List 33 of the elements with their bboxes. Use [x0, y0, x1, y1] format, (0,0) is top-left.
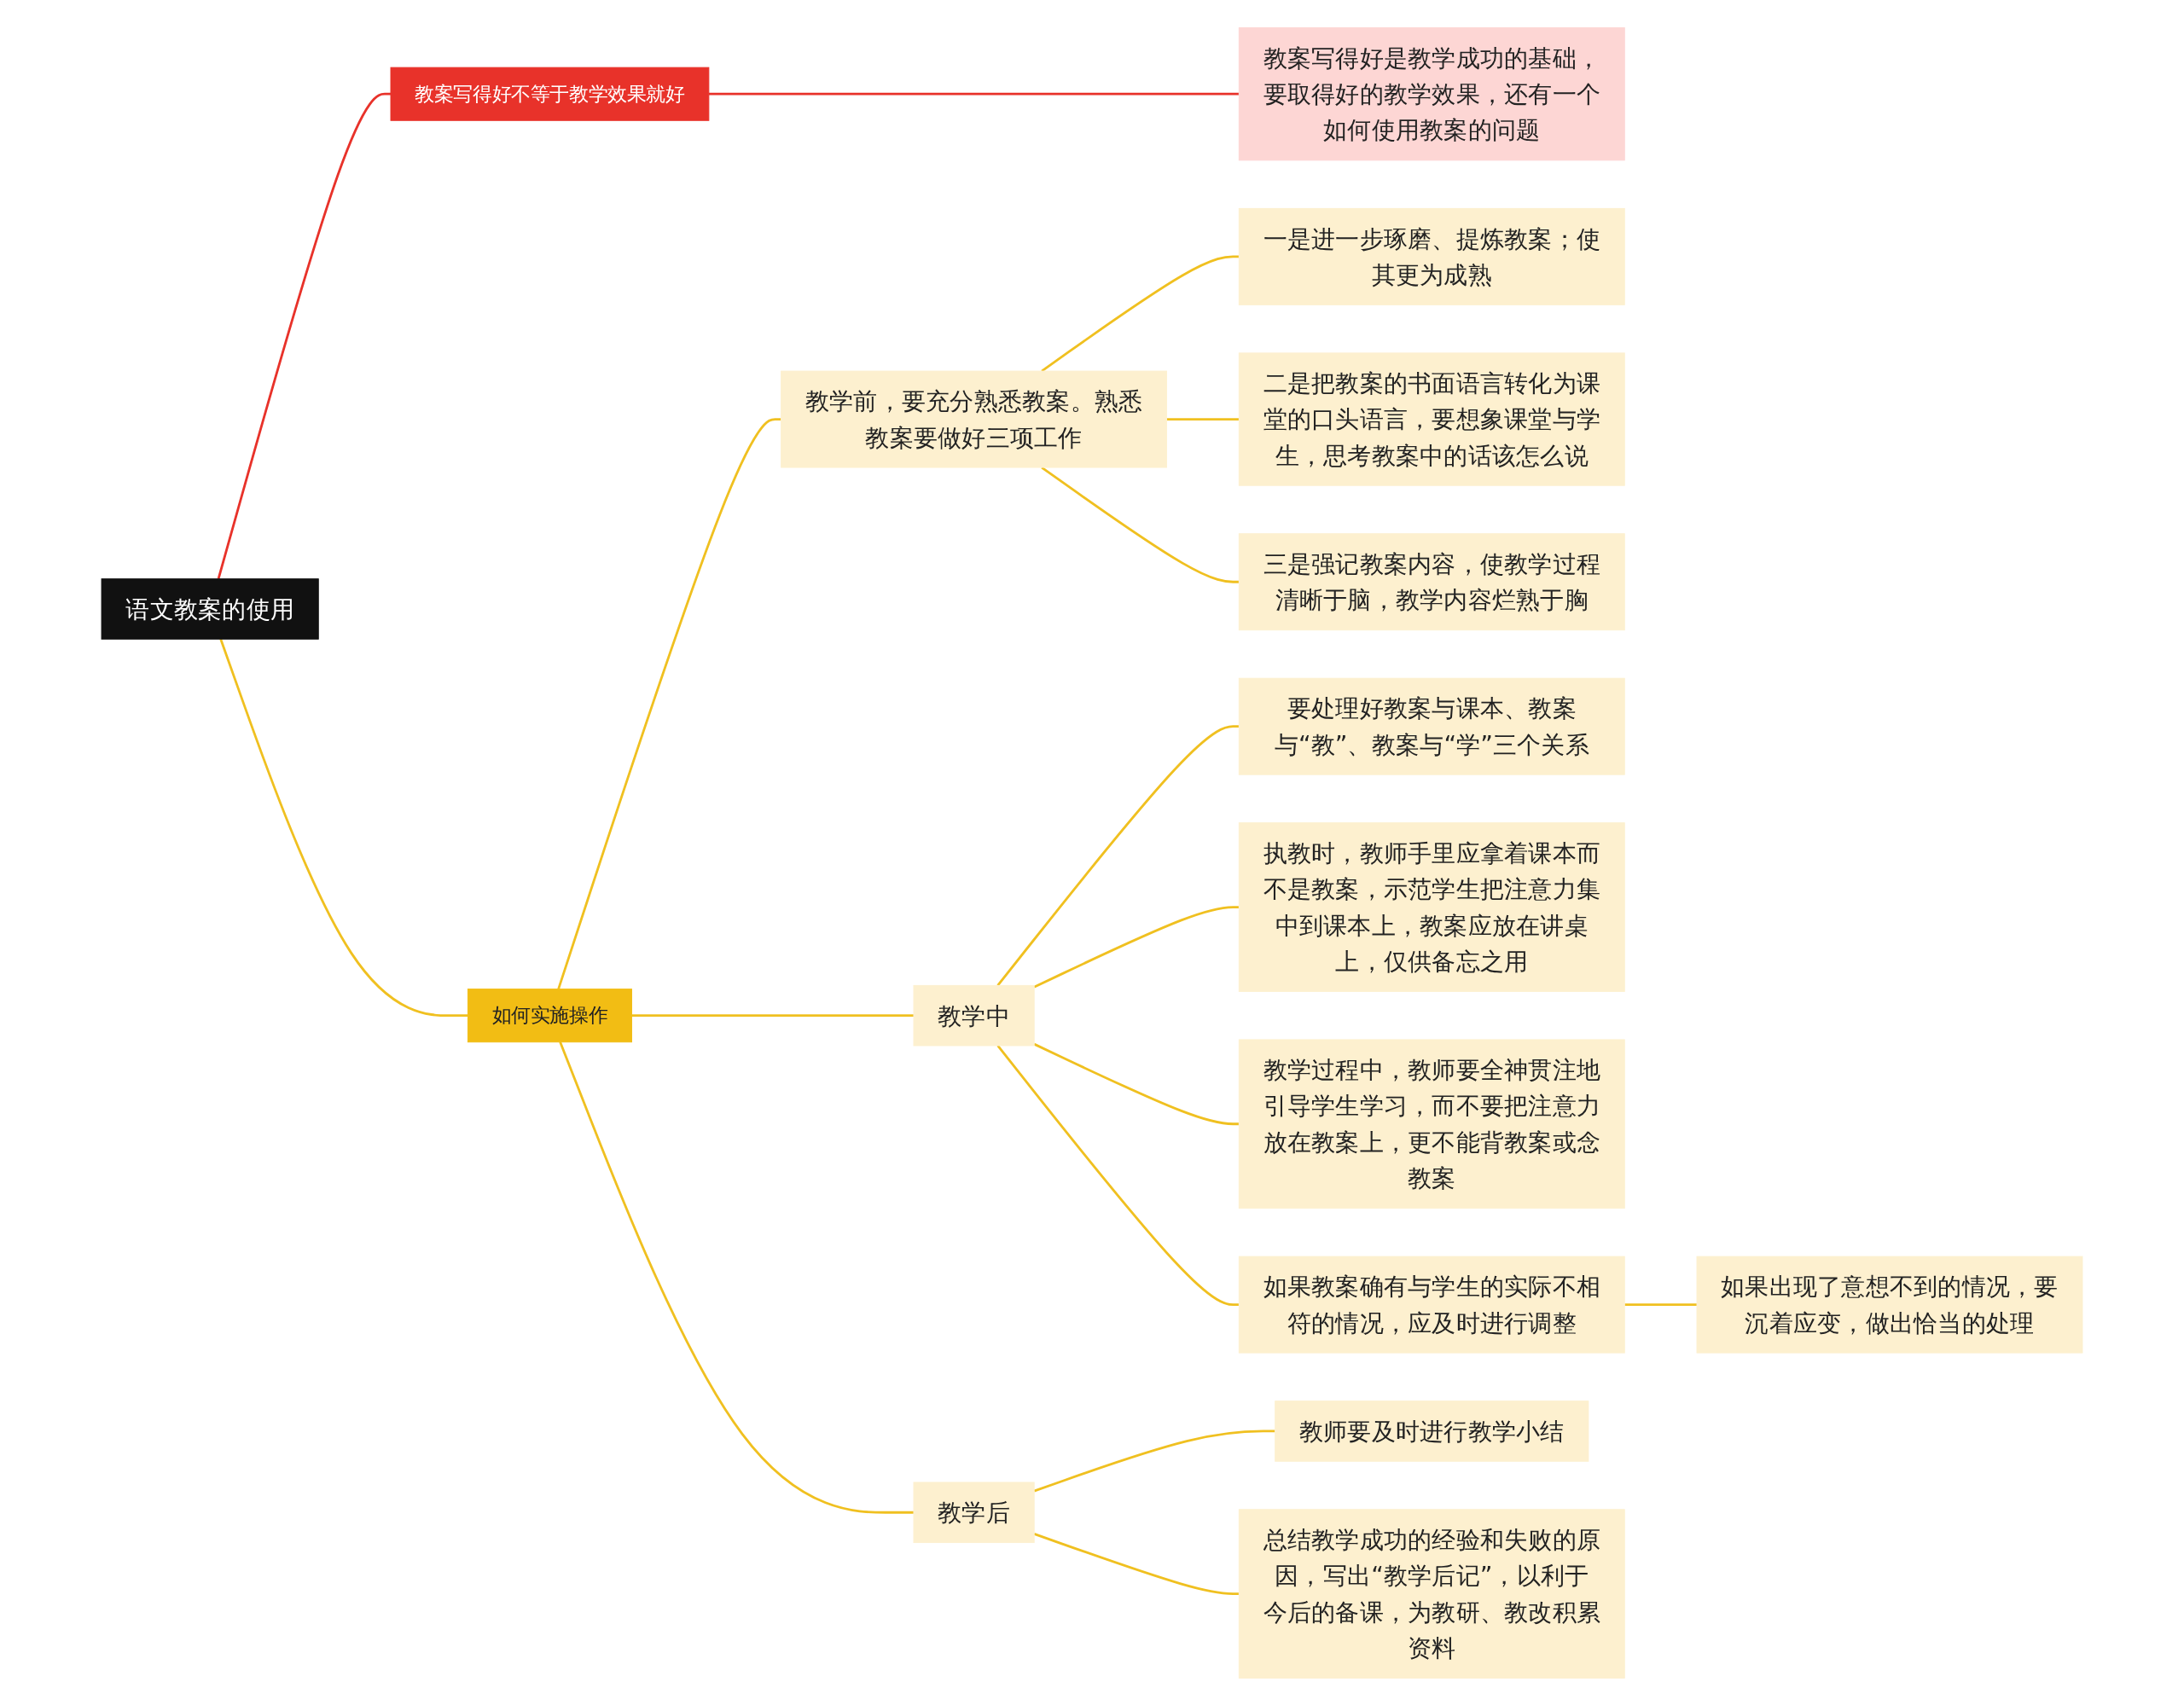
connector	[1033, 905, 1240, 988]
node-box: 总结教学成功的经验和失败的原因，写出“教学后记”，以利于今后的备课，为教研、教改积累资料	[1238, 1508, 1625, 1679]
node-box: 一是进一步琢磨、提炼教案；使其更为成熟	[1238, 207, 1625, 305]
connector	[217, 92, 391, 579]
connector	[1624, 1302, 1697, 1306]
connector	[1033, 1042, 1240, 1125]
connector	[631, 1013, 914, 1017]
node-box: 三是强记教案内容，使教学过程清晰于脑，教学内容烂熟于胸	[1238, 532, 1625, 630]
connector	[1033, 1430, 1275, 1492]
node-box: 教案写得好不等于教学效果就好	[390, 67, 710, 121]
connector	[996, 1044, 1240, 1306]
node-box: 如果教案确有与学生的实际不相符的情况，应及时进行调整	[1238, 1256, 1625, 1354]
connector	[1041, 466, 1240, 583]
connector	[557, 417, 781, 989]
node-box: 教学过程中，教师要全神贯注地引导学生学习，而不要把注意力放在教案上，更不能背教案或念教案	[1238, 1038, 1625, 1209]
connector	[219, 638, 468, 1017]
connector	[996, 724, 1240, 986]
node-box: 教师要及时进行教学小结	[1275, 1400, 1589, 1462]
node-box: 教学中	[913, 984, 1035, 1046]
connector	[1166, 417, 1240, 420]
node-box: 如果出现了意想不到的情况，要沉着应变，做出恰当的处理	[1696, 1256, 2083, 1354]
node-box: 执教时，教师手里应拿着课本而不是教案，示范学生把注意力集中到课本上，教案应放在讲桌上，仅供备忘之用	[1238, 821, 1625, 992]
connector	[708, 92, 1240, 96]
node-box: 如何实施操作	[467, 988, 632, 1042]
connector	[1041, 254, 1240, 372]
node-box: 要处理好教案与课本、教案与“教”、教案与“学”三个关系	[1238, 677, 1625, 775]
connector	[559, 1041, 914, 1514]
node-box: 语文教案的使用	[101, 577, 319, 640]
connector	[1033, 1532, 1240, 1595]
node-box: 教学前，要充分熟悉教案。熟悉教案要做好三项工作	[781, 370, 1168, 467]
node-box: 二是把教案的书面语言转化为课堂的口头语言，要想象课堂与学生，思考教案中的话该怎么说	[1238, 351, 1625, 486]
node-box: 教学后	[913, 1482, 1035, 1543]
node-box: 教案写得好是教学成功的基础，要取得好的教学效果，还有一个如何使用教案的问题	[1238, 26, 1625, 160]
